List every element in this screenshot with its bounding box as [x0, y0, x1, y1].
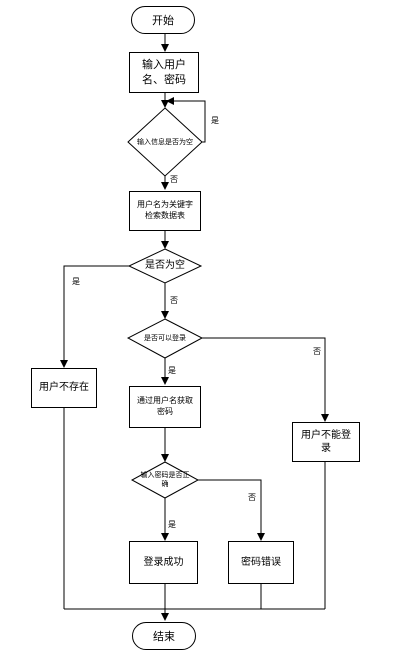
edge-label-no-canlogin: 否 — [170, 296, 178, 305]
check-result-empty-label: 是否为空 — [145, 259, 185, 271]
edge-label-no-cannot: 否 — [313, 347, 321, 356]
edge-label-no-query: 否 — [170, 175, 178, 184]
user-not-exist-box: 用户不存在 — [31, 368, 97, 408]
login-success-box: 登录成功 — [129, 541, 198, 584]
check-input-empty-label: 输入信息是否为空 — [137, 137, 193, 146]
password-error-box: 密码错误 — [228, 541, 294, 584]
edge-label-no-error: 否 — [248, 493, 256, 502]
end-node: 结束 — [132, 622, 196, 650]
edge-check-error-no — [198, 479, 265, 541]
edge-result-notexist-yes — [60, 265, 129, 368]
input-credentials-box: 输入用户名、密码 — [129, 52, 199, 93]
edge-check-input-yes-loop — [166, 97, 206, 143]
start-node: 开始 — [131, 6, 195, 34]
edge-label-yes-success: 是 — [168, 520, 176, 529]
check-can-login-label: 是否可以登录 — [144, 333, 186, 342]
get-password-box: 通过用户名获取密码 — [129, 386, 201, 428]
check-password-label: 输入密码是否正确 — [140, 471, 190, 488]
edge-label-yes-getpwd: 是 — [168, 366, 176, 375]
edge-label-yes-notexist: 是 — [72, 277, 80, 286]
edge-label-yes-loop: 是 — [211, 116, 219, 125]
edge-canlogin-cannot-no — [202, 337, 329, 422]
query-by-username-box: 用户名为关键字检索数据表 — [129, 191, 201, 231]
cannot-login-box: 用户不能登录 — [292, 422, 360, 462]
